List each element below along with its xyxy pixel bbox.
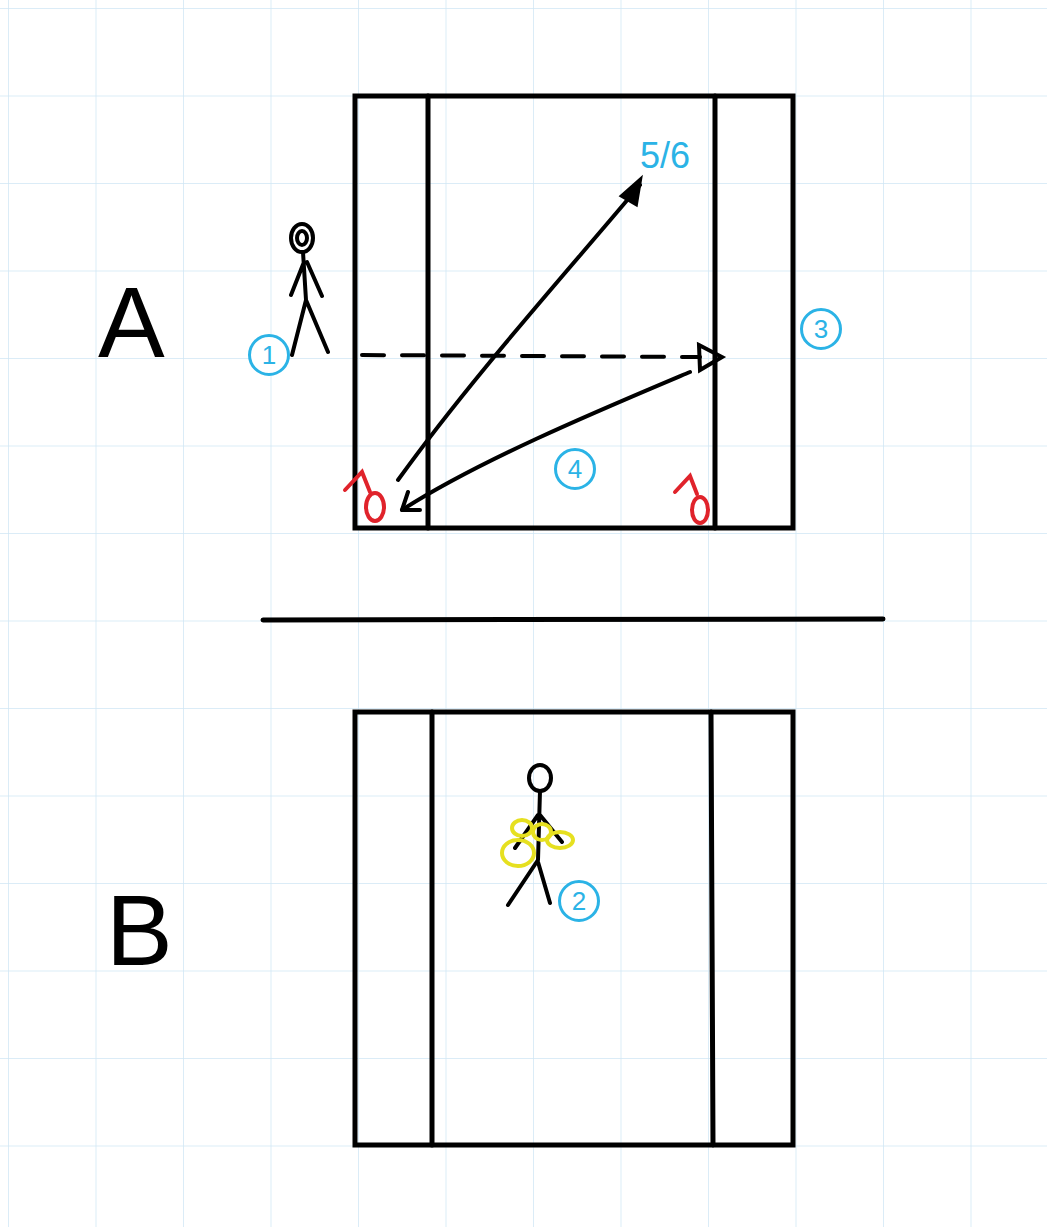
shot-arrow: [398, 180, 640, 480]
shuttle-bundle: [502, 820, 573, 866]
player-a: [291, 224, 328, 355]
divider-line: [263, 619, 883, 620]
shot-arrow: [402, 372, 690, 510]
callout-number: 2: [558, 880, 600, 922]
court-label: B: [106, 880, 173, 980]
court-label: A: [98, 272, 165, 372]
callout-number: 5/6: [640, 138, 690, 174]
run-path: [362, 345, 722, 370]
court-b: [355, 712, 793, 1145]
cone-marker: [345, 472, 384, 521]
callout-number: 1: [248, 334, 290, 376]
court-a: [355, 96, 793, 528]
callout-number: 4: [554, 448, 596, 490]
cone-marker: [675, 476, 708, 523]
callout-number: 3: [800, 308, 842, 350]
